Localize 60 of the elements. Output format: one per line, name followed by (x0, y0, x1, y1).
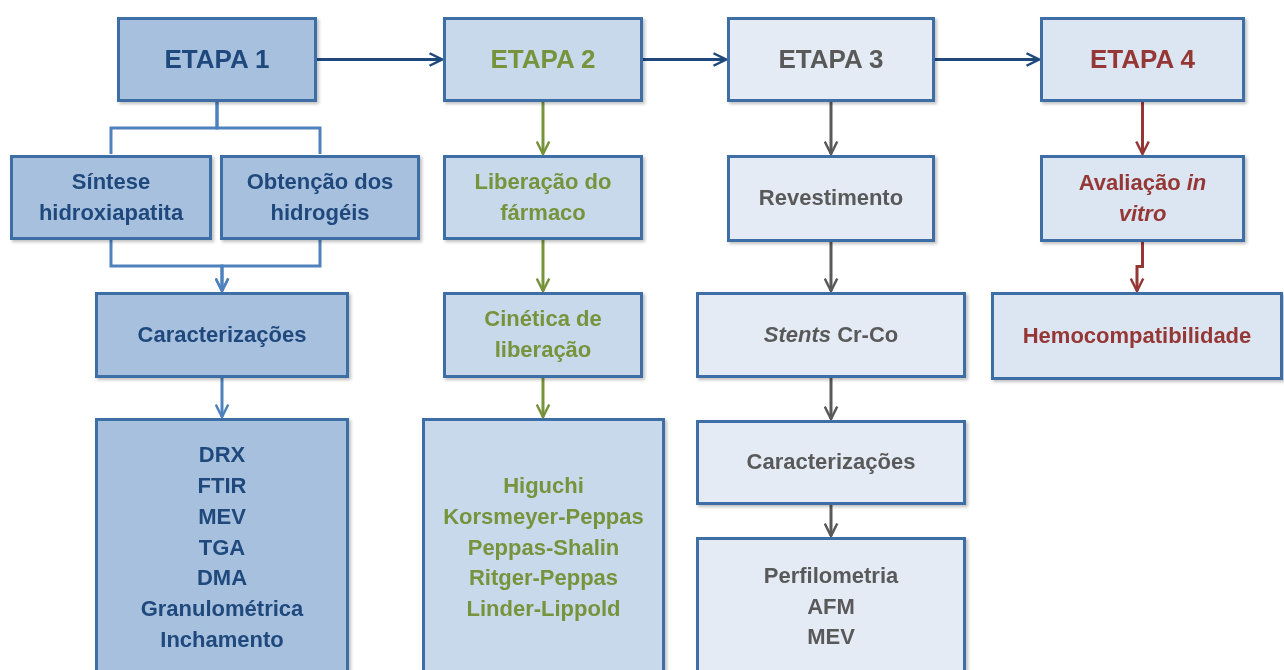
process-box (95, 292, 349, 378)
arrow (535, 102, 551, 156)
node-text: Revestimento (757, 184, 905, 213)
node-text: Higuchi (502, 472, 585, 500)
arrow (935, 52, 1041, 67)
node-text: Perfilometria (762, 561, 900, 590)
node-text: Avaliação in vitro (1077, 168, 1208, 228)
arrow (823, 378, 839, 421)
arrow (317, 52, 444, 67)
process-box (1040, 155, 1245, 242)
node-text: Ritger-Peppas (467, 564, 620, 593)
node-text: ETAPA 3 (777, 43, 885, 77)
process-box (10, 155, 212, 240)
node-text: FTIR (196, 472, 248, 500)
arrow (823, 242, 839, 293)
process-box (95, 418, 349, 670)
arrow (535, 240, 551, 293)
node-text: TGA (197, 533, 247, 562)
node-text: DRX (197, 441, 247, 470)
arrow (1129, 242, 1145, 293)
process-box (1040, 17, 1245, 102)
process-box (991, 292, 1283, 380)
node-text: Stents Cr-Co (762, 320, 900, 349)
node-text: MEV (197, 502, 247, 531)
process-box (696, 292, 966, 378)
node-text: Liberação do fármaco (473, 167, 613, 227)
node-text: Korsmeyer-Peppas (442, 502, 645, 531)
node-text: Inchamento (159, 626, 285, 654)
node-text: Cinética de liberação (483, 305, 603, 364)
node-text: ETAPA 2 (489, 43, 597, 77)
node-text: Caracterizações (745, 448, 917, 477)
process-box (443, 155, 643, 240)
arrow (823, 505, 839, 538)
node-text: Linder-Lippold (465, 595, 622, 624)
arrow (214, 240, 322, 293)
node-text: ETAPA 1 (163, 43, 271, 77)
process-box (422, 418, 665, 670)
process-box (696, 420, 966, 505)
node-text: Peppas-Shalin (466, 533, 621, 562)
node-text: Obtenção dos hidrogéis (245, 167, 395, 227)
node-text: Hemocompatibilidade (1021, 321, 1253, 350)
arrow (1135, 102, 1150, 156)
node-text: Caracterizações (136, 320, 308, 349)
node-text: ETAPA 4 (1089, 43, 1196, 77)
process-box (443, 17, 643, 102)
node-text: DMA (195, 564, 249, 593)
process-box (117, 17, 317, 102)
process-box (443, 292, 643, 378)
arrow (535, 378, 551, 419)
node-text: Granulométrica (139, 595, 305, 624)
process-box (727, 155, 935, 242)
arrow (643, 52, 728, 67)
process-box (727, 17, 935, 102)
arrow (823, 102, 839, 156)
node-text: MEV (806, 623, 856, 652)
node-text: AFM (806, 592, 856, 621)
process-box (220, 155, 420, 240)
arrow (214, 378, 230, 419)
process-box (696, 537, 966, 670)
node-text: Síntese hidroxiapatita (37, 167, 185, 227)
